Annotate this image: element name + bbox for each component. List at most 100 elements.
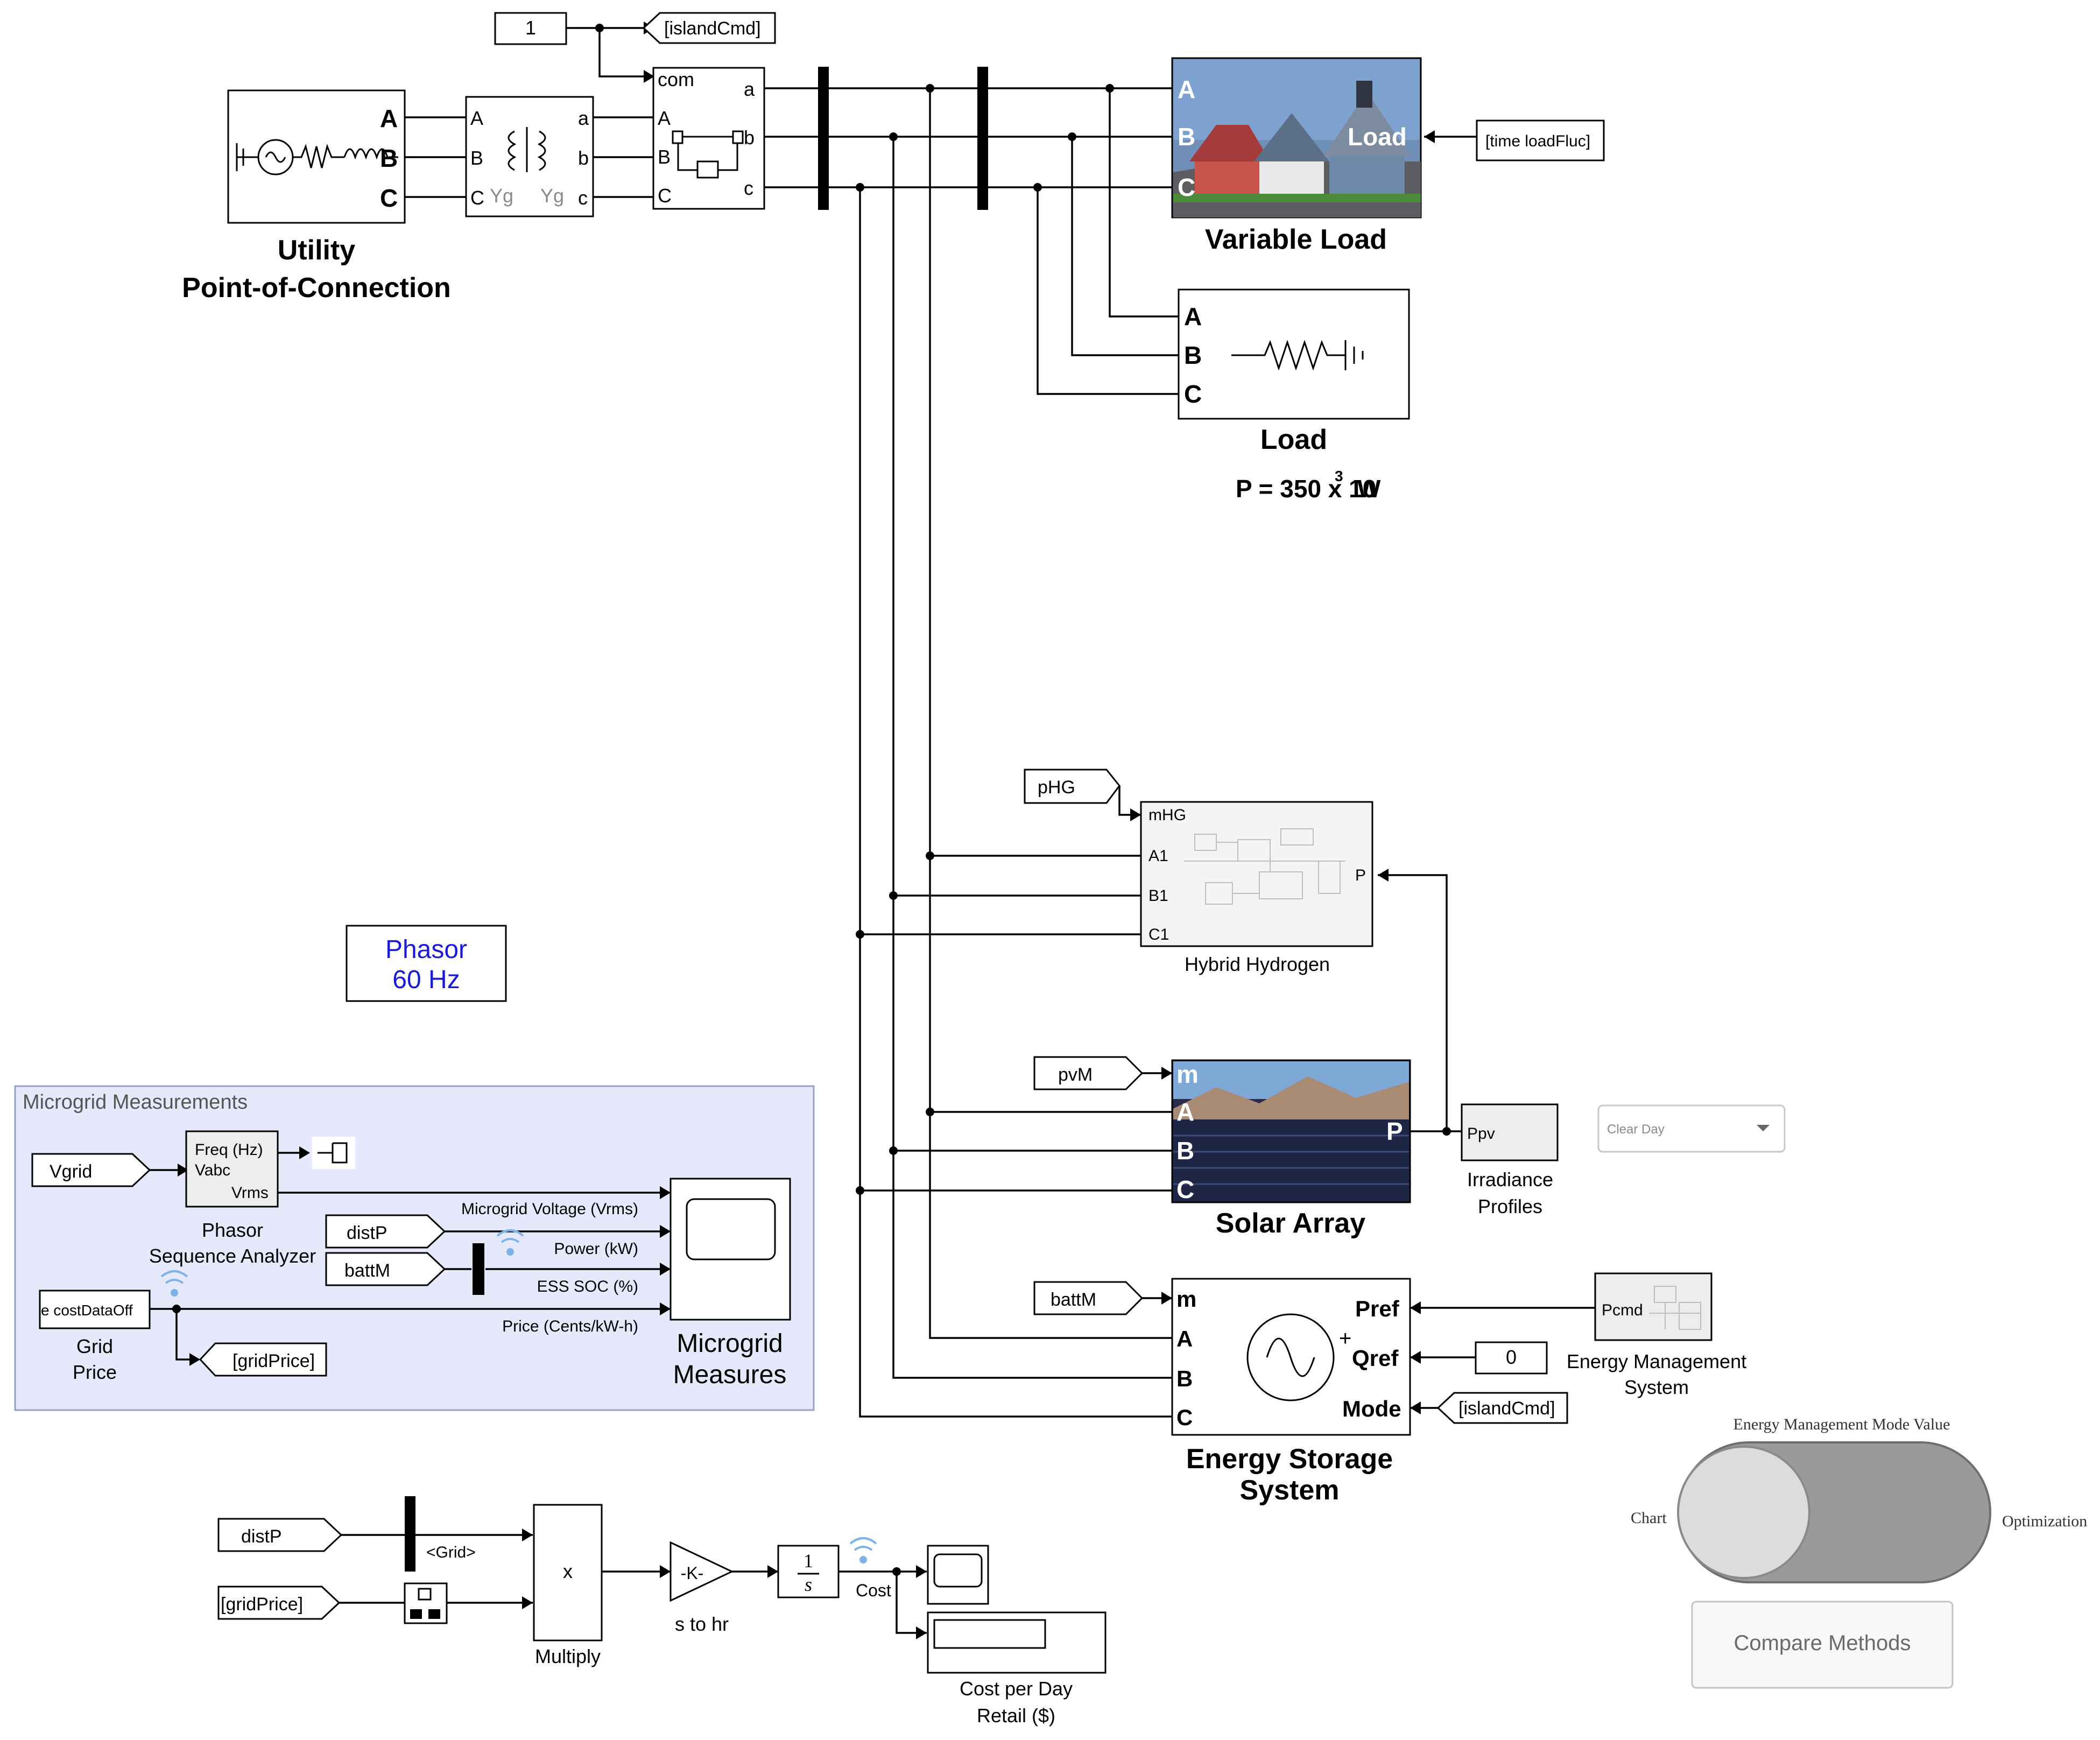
load-port-a: A — [1184, 302, 1202, 330]
breaker-block[interactable]: com A B C a b c — [652, 67, 765, 210]
constant-one-block[interactable]: 1 — [494, 12, 567, 45]
source-icon — [236, 139, 398, 175]
signal-soc: ESS SOC (%) — [537, 1278, 638, 1295]
load-port-c: C — [1184, 380, 1202, 408]
vgrid-tag-label: Vgrid — [50, 1161, 92, 1182]
utility-title-1: Utility — [278, 235, 356, 266]
utility-port-b: B — [380, 144, 398, 172]
terminator-block[interactable] — [312, 1137, 355, 1169]
transformer-block[interactable]: A B C a b c Yg Yg — [465, 96, 594, 217]
mode-switch-knob[interactable] — [1677, 1446, 1810, 1579]
winding-1: Yg — [490, 185, 513, 207]
grid-price-block-label: e costDataOff — [41, 1302, 133, 1319]
grid-price-block[interactable]: e costDataOff — [39, 1290, 151, 1329]
variable-load-port-a: A — [1178, 75, 1195, 103]
irradiance-block[interactable]: Ppv — [1461, 1103, 1559, 1161]
multiply-block[interactable]: x — [533, 1504, 603, 1642]
distp-tag-panel[interactable]: distP — [325, 1214, 446, 1249]
goto-island-cmd[interactable]: [islandCmd] — [642, 12, 776, 44]
rate-transition-block[interactable] — [404, 1582, 448, 1624]
variable-load-input-tag[interactable]: [time loadFluc] — [1476, 119, 1605, 161]
breaker-port-a: A — [658, 107, 671, 129]
ess-title-1: Energy Storage — [1186, 1443, 1393, 1475]
load-power-unit: W — [1357, 475, 1381, 503]
breaker-port-b-out: b — [744, 126, 755, 149]
distp-tag-cost[interactable]: distP — [217, 1518, 343, 1552]
vgrid-tag[interactable]: Vgrid — [31, 1153, 151, 1187]
ess-battm-tag[interactable]: battM — [1033, 1281, 1144, 1315]
analyzer-port-vabc: Vabc — [195, 1161, 230, 1179]
powergui-phasor-block[interactable]: Phasor 60 Hz — [346, 925, 507, 1002]
solar-picture — [1173, 1061, 1409, 1201]
hybrid-hydrogen-block[interactable]: mHG A1 B1 C1 P — [1140, 801, 1373, 947]
sequence-analyzer-block[interactable]: Freq (Hz) Vabc Vrms — [185, 1130, 279, 1208]
from-island-cmd[interactable]: [islandCmd] — [1436, 1392, 1568, 1424]
phasor-line1: Phasor — [385, 935, 467, 964]
xfmr-port-c: C — [470, 187, 484, 209]
ess-port-pref: Pref — [1355, 1296, 1400, 1321]
ess-port-c: C — [1176, 1405, 1193, 1430]
hybrid-hydrogen-title: Hybrid Hydrogen — [1185, 953, 1330, 975]
phg-tag-label: pHG — [1038, 777, 1075, 798]
microgrid-scope[interactable] — [670, 1178, 791, 1321]
ems-subsystem-preview — [1649, 1286, 1701, 1330]
measurements-title: Microgrid Measurements — [23, 1091, 248, 1114]
ems-label-2: System — [1624, 1376, 1689, 1398]
gain-block[interactable]: -K- — [670, 1541, 734, 1602]
signal-voltage: Microgrid Voltage (Vrms) — [461, 1200, 638, 1218]
hydrogen-port-p: P — [1355, 867, 1366, 884]
compare-methods-label: Compare Methods — [1733, 1631, 1911, 1655]
scope-label-1: Microgrid — [676, 1329, 783, 1358]
power-wires — [405, 27, 1595, 1418]
houses-picture — [1173, 59, 1421, 217]
compare-methods-button[interactable]: Compare Methods — [1691, 1601, 1954, 1689]
variable-load-load-port: Load — [1348, 123, 1407, 151]
hydrogen-port-b1: B1 — [1148, 887, 1168, 905]
load-power-exp: 3 — [1335, 468, 1343, 484]
chevron-down-icon — [1757, 1125, 1770, 1131]
variable-load-block[interactable]: A B C Load — [1171, 57, 1422, 219]
variable-load-port-c: C — [1178, 173, 1195, 201]
load-power-label: P = 350 x 10 3 W — [1236, 468, 1381, 503]
mode-switch[interactable]: Energy Management Mode Value Chart Optim… — [1631, 1415, 2087, 1583]
ems-block[interactable]: Pcmd — [1594, 1272, 1713, 1341]
gridprice-from-cost[interactable]: [gridPrice] — [217, 1586, 341, 1620]
measurements-panel: Microgrid Measurements Vgrid Freq (Hz) V… — [14, 1085, 815, 1411]
solar-port-c: C — [1176, 1175, 1194, 1203]
irradiance-dropdown-value: Clear Day — [1607, 1122, 1665, 1137]
phg-tag[interactable]: pHG — [1024, 769, 1121, 804]
qref-constant-block[interactable]: 0 — [1475, 1341, 1548, 1375]
hybrid-subsystem-preview — [1184, 828, 1345, 905]
cost-scope[interactable] — [927, 1545, 989, 1605]
integrator-block[interactable]: 1 s — [777, 1545, 840, 1598]
cost-wireless-icon — [849, 1537, 877, 1563]
ess-port-qref: Qref — [1352, 1345, 1399, 1371]
ess-block[interactable]: m A B C Pref Qref Mode + — [1171, 1278, 1411, 1436]
irradiance-dropdown[interactable]: Clear Day — [1597, 1104, 1786, 1153]
ess-port-m: m — [1176, 1286, 1196, 1312]
variable-load-port-b: B — [1178, 123, 1195, 151]
bus-bar-2 — [977, 67, 988, 210]
utility-title-2: Point-of-Connection — [182, 272, 451, 304]
resistor-icon — [1231, 340, 1364, 371]
battm-tag-panel[interactable]: battM — [325, 1252, 446, 1286]
mode-switch-left: Chart — [1631, 1509, 1667, 1527]
utility-block[interactable]: A B C — [227, 89, 406, 224]
solar-port-m: m — [1176, 1060, 1199, 1088]
xfmr-port-b: B — [470, 147, 483, 169]
qref-constant-value: 0 — [1506, 1346, 1517, 1368]
irradiance-label-2: Profiles — [1478, 1195, 1542, 1217]
distp-tag-cost-label: distP — [241, 1526, 282, 1547]
pvm-tag[interactable]: pvM — [1033, 1056, 1144, 1090]
analyzer-label-1: Phasor — [202, 1219, 263, 1241]
constant-one-value: 1 — [525, 17, 536, 39]
mode-switch-right: Optimization — [2002, 1512, 2087, 1530]
breaker-com: com — [658, 68, 694, 90]
xfmr-port-a: A — [470, 107, 483, 129]
load-block[interactable]: A B C — [1178, 288, 1410, 420]
cost-display[interactable] — [927, 1611, 1107, 1674]
load-port-b: B — [1184, 341, 1202, 369]
solar-array-block[interactable]: m A B C P — [1171, 1059, 1411, 1203]
gridprice-goto[interactable]: [gridPrice] — [199, 1342, 327, 1377]
from-island-cmd-label: [islandCmd] — [1458, 1398, 1555, 1419]
